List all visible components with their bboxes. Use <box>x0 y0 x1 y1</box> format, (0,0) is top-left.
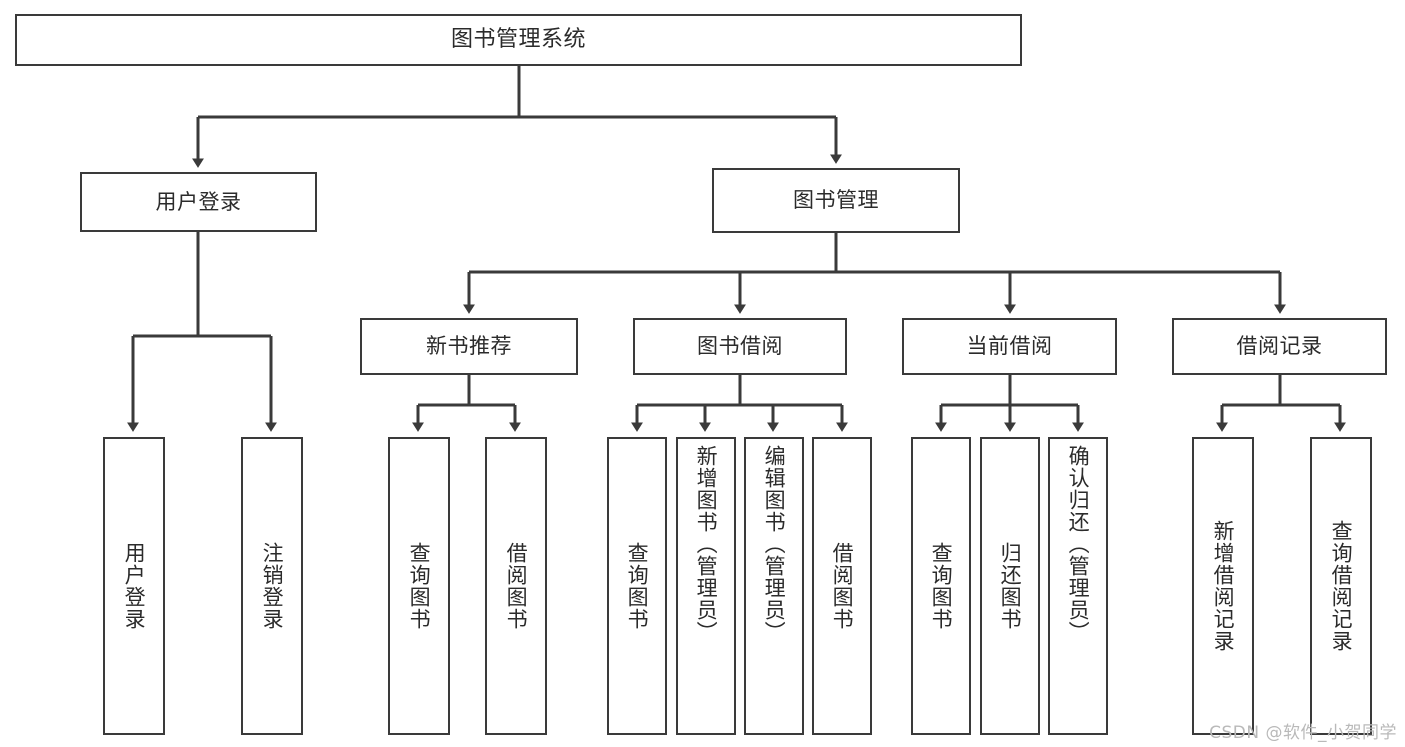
node-label: 查询图书 <box>625 542 650 630</box>
node-label: 归还图书 <box>998 542 1023 630</box>
node-label: 图书管理系统 <box>450 27 586 53</box>
leaf-borrow-book[interactable]: 借阅图书 <box>812 437 872 735</box>
node-label: 新增借阅记录 <box>1211 520 1236 652</box>
node-current-borrow[interactable]: 当前借阅 <box>902 318 1117 375</box>
leaf-return-book[interactable]: 归还图书 <box>980 437 1040 735</box>
leaf-query-book-new[interactable]: 查询图书 <box>388 437 450 735</box>
node-label: 图书管理 <box>793 188 879 213</box>
node-book-borrow[interactable]: 图书借阅 <box>633 318 847 375</box>
node-label: 图书借阅 <box>697 334 783 359</box>
node-label: 用户登录 <box>155 189 242 214</box>
leaf-query-book-current[interactable]: 查询图书 <box>911 437 971 735</box>
leaf-add-borrow-record[interactable]: 新增借阅记录 <box>1192 437 1254 735</box>
node-label: 当前借阅 <box>966 334 1053 359</box>
leaf-user-login[interactable]: 用户登录 <box>103 437 165 735</box>
node-book-management[interactable]: 图书管理 <box>712 168 960 233</box>
node-label: 查询图书 <box>407 542 432 630</box>
watermark: CSDN @软件_小贺同学 <box>1209 723 1397 743</box>
node-label: 编辑图书（管理员） <box>762 445 787 643</box>
node-label: 确认归还（管理员） <box>1066 445 1091 643</box>
node-borrow-record[interactable]: 借阅记录 <box>1172 318 1387 375</box>
leaf-edit-book-admin[interactable]: 编辑图书（管理员） <box>744 437 804 735</box>
node-label: 新增图书（管理员） <box>694 445 719 643</box>
leaf-query-borrow-record[interactable]: 查询借阅记录 <box>1310 437 1372 735</box>
node-user-login[interactable]: 用户登录 <box>80 172 317 232</box>
leaf-borrow-book-new[interactable]: 借阅图书 <box>485 437 547 735</box>
leaf-add-book-admin[interactable]: 新增图书（管理员） <box>676 437 736 735</box>
leaf-query-book-borrow[interactable]: 查询图书 <box>607 437 667 735</box>
leaf-confirm-return-admin[interactable]: 确认归还（管理员） <box>1048 437 1108 735</box>
node-label: 借阅记录 <box>1236 334 1323 359</box>
node-new-book-recommend[interactable]: 新书推荐 <box>360 318 578 375</box>
node-label: 注销登录 <box>260 542 285 630</box>
node-label: 借阅图书 <box>830 542 855 630</box>
node-label: 用户登录 <box>122 542 147 630</box>
node-label: 查询借阅记录 <box>1329 520 1354 652</box>
node-label: 查询图书 <box>929 542 954 630</box>
node-label: 新书推荐 <box>426 334 512 359</box>
leaf-logout[interactable]: 注销登录 <box>241 437 303 735</box>
node-label: 借阅图书 <box>504 542 529 630</box>
node-root-system[interactable]: 图书管理系统 <box>15 14 1022 66</box>
